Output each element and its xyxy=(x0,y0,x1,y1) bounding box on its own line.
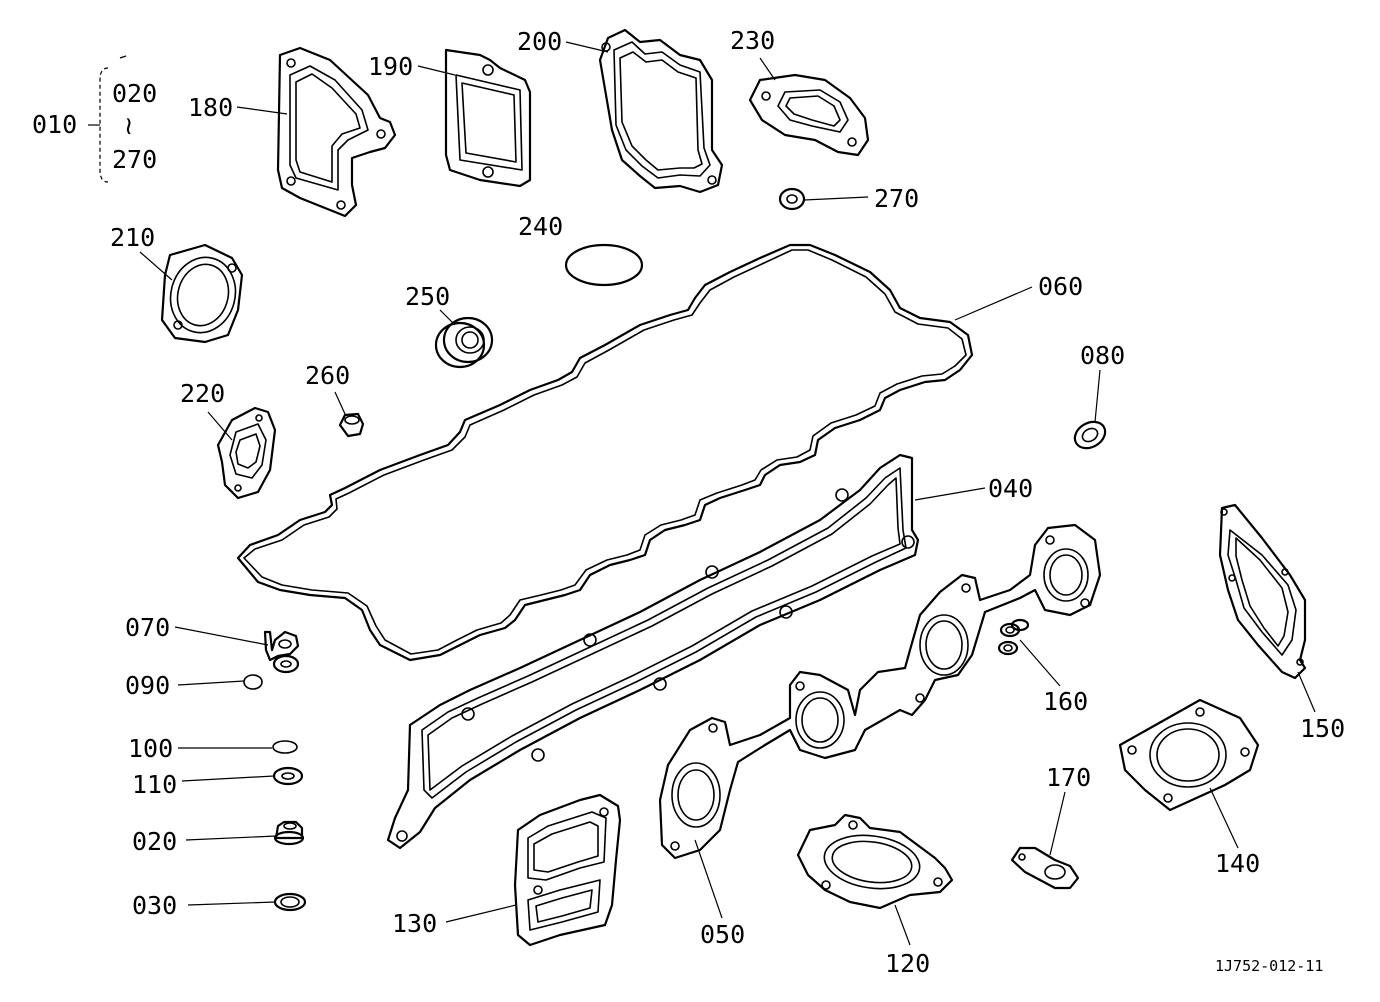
label-270-range-end[interactable]: 270 xyxy=(112,145,157,174)
label-190[interactable]: 190 xyxy=(368,52,413,81)
part-210-gasket[interactable] xyxy=(160,243,244,344)
label-150[interactable]: 150 xyxy=(1300,714,1345,743)
part-100-o-ring[interactable] xyxy=(272,740,298,754)
label-060[interactable]: 060 xyxy=(1038,272,1083,301)
part-030-washer[interactable] xyxy=(273,892,307,912)
part-110-washer[interactable] xyxy=(272,766,304,786)
label-180[interactable]: 180 xyxy=(188,93,233,122)
part-140-gasket[interactable] xyxy=(1118,698,1260,812)
label-040[interactable]: 040 xyxy=(988,474,1033,503)
label-260[interactable]: 260 xyxy=(305,361,350,390)
part-150-gasket[interactable] xyxy=(1218,503,1307,680)
part-040-cylinder-head-gasket[interactable] xyxy=(386,453,920,850)
part-080-seal[interactable] xyxy=(1070,417,1110,454)
label-030[interactable]: 030 xyxy=(132,891,177,920)
label-160[interactable]: 160 xyxy=(1043,687,1088,716)
part-160-rings[interactable] xyxy=(997,618,1030,656)
part-050-manifold-gasket[interactable] xyxy=(658,523,1102,860)
label-240[interactable]: 240 xyxy=(518,212,563,241)
label-020-range-start[interactable]: 020 xyxy=(112,79,157,108)
label-170[interactable]: 170 xyxy=(1046,763,1091,792)
label-120[interactable]: 120 xyxy=(885,949,930,978)
kit-group-010: 010 020 ≀ 270 xyxy=(32,55,157,183)
label-250[interactable]: 250 xyxy=(405,282,450,311)
part-270-washer[interactable] xyxy=(778,187,806,211)
label-070[interactable]: 070 xyxy=(125,613,170,642)
label-100[interactable]: 100 xyxy=(128,734,173,763)
part-200-gasket[interactable] xyxy=(598,28,724,194)
label-010[interactable]: 010 xyxy=(32,110,77,139)
part-090-o-ring[interactable] xyxy=(243,674,263,690)
part-180-gasket[interactable] xyxy=(276,46,397,218)
label-220[interactable]: 220 xyxy=(180,379,225,408)
label-210[interactable]: 210 xyxy=(110,223,155,252)
label-020[interactable]: 020 xyxy=(132,827,177,856)
part-130-gasket[interactable] xyxy=(513,793,622,947)
label-230[interactable]: 230 xyxy=(730,26,775,55)
part-220-gasket[interactable] xyxy=(216,406,277,500)
part-120-gasket[interactable] xyxy=(796,813,954,910)
label-200[interactable]: 200 xyxy=(517,27,562,56)
part-020-valve-stem-seal[interactable] xyxy=(273,820,305,846)
label-090[interactable]: 090 xyxy=(125,671,170,700)
label-050[interactable]: 050 xyxy=(700,920,745,949)
label-140[interactable]: 140 xyxy=(1215,849,1260,878)
label-080[interactable]: 080 xyxy=(1080,341,1125,370)
part-230-gasket[interactable] xyxy=(748,73,870,157)
part-240-o-ring[interactable] xyxy=(564,243,644,287)
part-190-gasket[interactable] xyxy=(444,48,532,188)
part-260-seal[interactable] xyxy=(338,412,365,438)
range-symbol: ≀ xyxy=(124,111,133,140)
part-060-head-cover-gasket[interactable] xyxy=(236,243,974,662)
part-170-gasket[interactable] xyxy=(1010,846,1080,890)
label-270[interactable]: 270 xyxy=(874,184,919,213)
part-070-gasket[interactable] xyxy=(263,630,300,674)
label-110[interactable]: 110 xyxy=(132,770,177,799)
label-130[interactable]: 130 xyxy=(392,909,437,938)
part-250-oil-seal[interactable] xyxy=(434,316,494,369)
diagram-code: 1J752-012-11 xyxy=(1215,957,1323,975)
